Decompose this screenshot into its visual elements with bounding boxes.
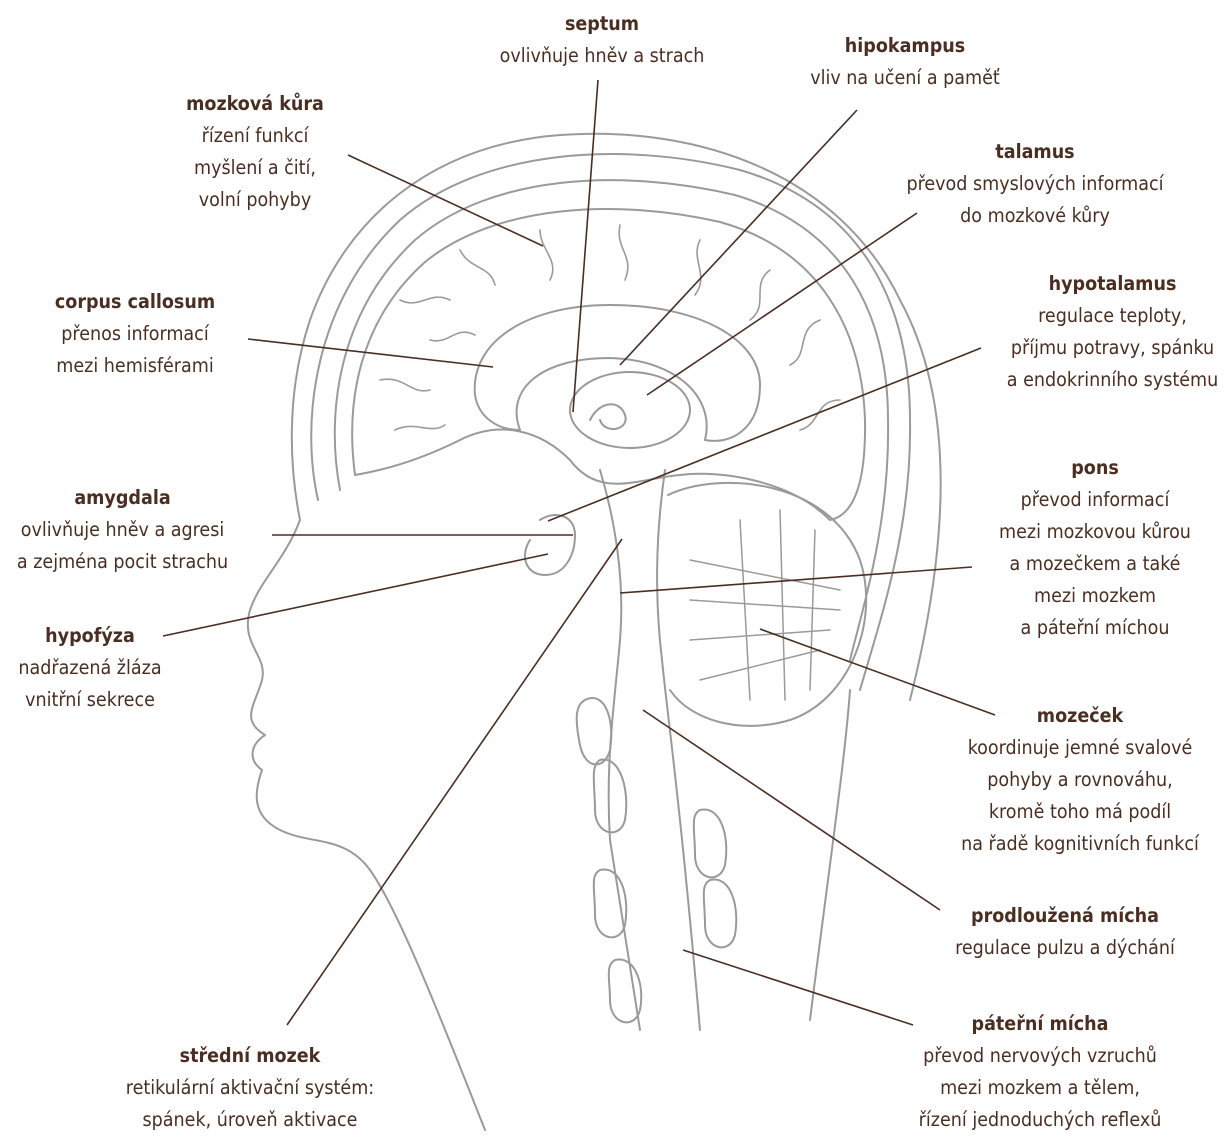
cerebrum-outline (352, 209, 865, 520)
leader-stredni-mozek (287, 539, 622, 1025)
neck-back (810, 690, 850, 1020)
leader-pons (620, 567, 972, 593)
label-stredni-mozek: střední mozek retikulární aktivační syst… (100, 1040, 400, 1136)
vertebra-3 (594, 869, 627, 937)
label-amygdala: amygdala ovlivňuje hněv a agresi a zejmé… (0, 482, 245, 578)
label-prodlouzena-micha: prodloužená mícha regulace pulzu a dýchá… (940, 900, 1190, 964)
leader-mozkova-kura (348, 155, 543, 246)
label-talamus: talamus převod smyslových informací do m… (875, 136, 1195, 232)
label-pons: pons převod informací mezi mozkovou kůro… (975, 452, 1215, 644)
leader-talamus (647, 213, 917, 395)
leader-corpus-callosum (248, 339, 493, 367)
leader-prodlouzena-micha (643, 710, 940, 910)
label-mozkova-kura: mozková kůra řízení funkcí myšlení a čit… (140, 88, 370, 216)
brainstem-shape (600, 470, 700, 1030)
label-hipokampus: hipokampus vliv na učení a paměť (785, 30, 1025, 94)
pituitary-shape (525, 515, 575, 575)
gyri-lines (380, 225, 840, 430)
leader-hipokampus (620, 110, 857, 365)
cerebellum-shape (668, 483, 866, 726)
thalamus-shape (570, 372, 690, 448)
cerebellum-folia (690, 510, 840, 700)
vertebra-1 (577, 698, 612, 764)
label-corpus-callosum: corpus callosum přenos informací mezi he… (30, 286, 240, 382)
leader-paterni-micha (683, 950, 913, 1025)
thalamus-inner (590, 404, 626, 429)
label-paterni-micha: páteřní mícha převod nervových vzruchů m… (895, 1008, 1185, 1136)
label-hypofyza: hypofýza nadřazená žláza vnitřní sekrece (0, 620, 180, 716)
label-mozecek: mozeček koordinuje jemné svalové pohyby … (935, 700, 1225, 860)
head-profile-outline (248, 134, 941, 1130)
label-hypotalamus: hypotalamus regulace teploty, příjmu pot… (990, 268, 1231, 396)
skull-inner (335, 180, 888, 660)
vertebra-5 (694, 809, 727, 877)
vertebra-6 (704, 879, 737, 947)
skull-outer (311, 154, 910, 690)
leader-septum (573, 80, 598, 412)
label-septum: septum ovlivňuje hněv a strach (482, 8, 722, 72)
